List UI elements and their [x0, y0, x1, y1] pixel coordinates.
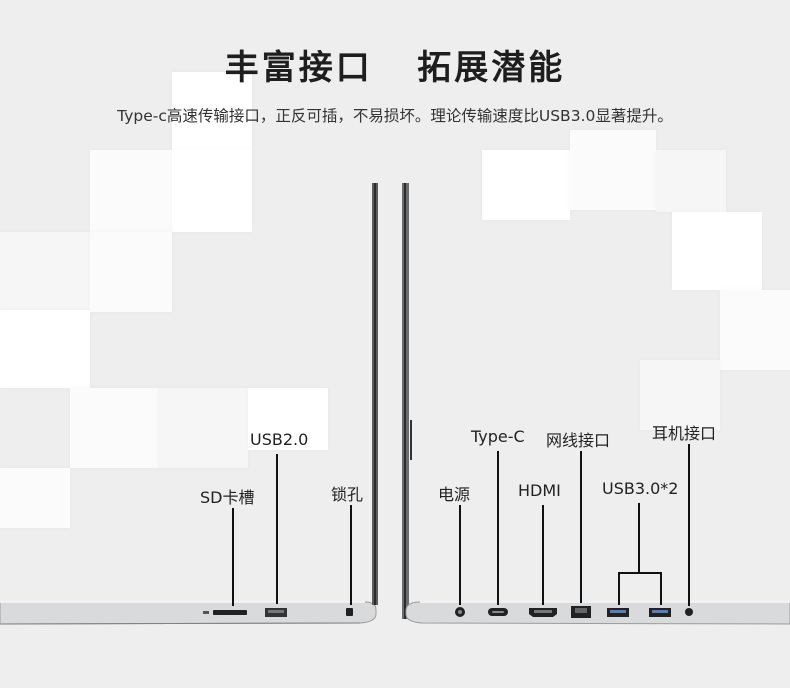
- background-block: [0, 310, 90, 388]
- background-block: [640, 360, 720, 430]
- background-block: [672, 212, 762, 290]
- pointer-line: [580, 451, 582, 603]
- audio-jack-icon: [685, 608, 693, 616]
- background-block: [172, 150, 252, 232]
- pointer-line: [276, 454, 278, 604]
- lock-slot-icon: [346, 608, 353, 616]
- label-usb3: USB3.0*2: [602, 479, 679, 498]
- background-block: [656, 150, 726, 212]
- pointer-line: [350, 505, 352, 605]
- pointer-line: [497, 451, 499, 605]
- background-block: [720, 290, 790, 370]
- pointer-line: [459, 505, 461, 605]
- label-lan: 网线接口: [546, 431, 611, 450]
- pointer-line: [542, 505, 544, 605]
- label-audio: 耳机接口: [652, 424, 717, 443]
- pointer-line: [688, 444, 690, 606]
- right-laptop: [402, 183, 790, 625]
- background-block: [158, 388, 248, 468]
- background-block: [570, 130, 656, 210]
- pointer-line: [660, 572, 662, 605]
- label-sd-slot: SD卡槽: [200, 488, 255, 507]
- pointer-line: [638, 503, 640, 573]
- page-title: 丰富接口 拓展潜能: [224, 48, 566, 88]
- pointer-line: [232, 508, 234, 606]
- pointer-line: [618, 572, 662, 574]
- background-block: [482, 150, 570, 220]
- label-lock-slot: 锁孔: [331, 485, 364, 504]
- background-block: [90, 150, 172, 232]
- label-hdmi: HDMI: [518, 481, 561, 500]
- label-power: 电源: [438, 485, 471, 504]
- label-usb2: USB2.0: [250, 430, 309, 449]
- sd-slot-icon: [213, 610, 247, 615]
- label-typec: Type-C: [471, 427, 525, 446]
- pointer-line: [618, 572, 620, 605]
- background-block: [0, 232, 90, 312]
- background-block: [70, 388, 158, 468]
- left-laptop: [0, 183, 378, 625]
- background-block: [248, 388, 328, 450]
- background-block: [90, 232, 172, 312]
- page-subtitle: Type-c高速传输接口，正反可插，不易损坏。理论传输速度比USB3.0显著提升…: [117, 107, 673, 125]
- background-block: [0, 468, 70, 528]
- background-block: [172, 72, 252, 152]
